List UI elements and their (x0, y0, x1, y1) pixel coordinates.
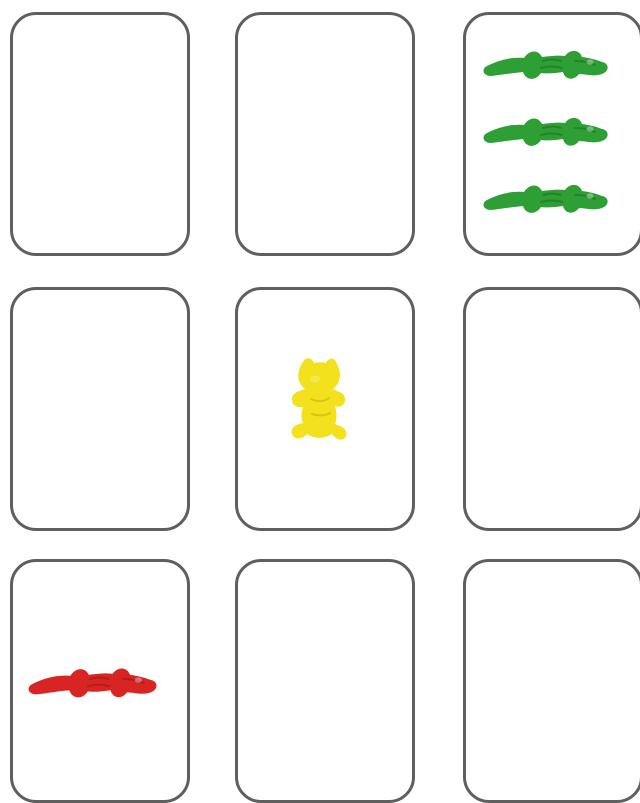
card-r1-c3[interactable] (463, 12, 640, 256)
card-r3-c2[interactable] (235, 559, 415, 803)
yellow-gummy-bear-icon (287, 356, 351, 442)
card-r1-c1[interactable] (10, 12, 190, 256)
card-r1-c2[interactable] (235, 12, 415, 256)
card-r3-c3[interactable] (463, 559, 640, 803)
green-gummy-alligator-icon (481, 108, 611, 150)
red-gummy-alligator-icon (26, 658, 160, 702)
green-gummy-alligator-icon (481, 175, 611, 217)
card-r3-c1[interactable] (10, 559, 190, 803)
card-r2-c2[interactable] (235, 287, 415, 531)
card-r2-c1[interactable] (10, 287, 190, 531)
card-r2-c3[interactable] (463, 287, 640, 531)
green-gummy-alligator-icon (481, 41, 611, 83)
